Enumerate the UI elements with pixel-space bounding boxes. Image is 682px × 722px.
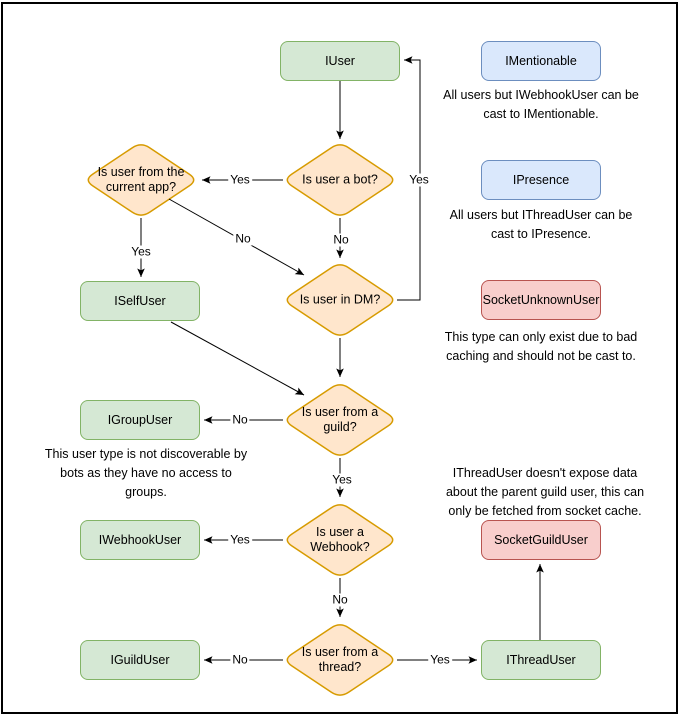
note-socketunknownuser: This type can only exist due to bad cach… [410,328,672,366]
note-igroupuser-line2: bots as they have no access to [60,466,232,480]
node-ithreaduser: IThreadUser [481,640,601,680]
note-ithreaduser: IThreadUser doesn't expose data about th… [414,464,676,521]
decision-bot-shape [286,144,394,216]
edge-label-current-app-yes: Yes [129,244,153,259]
edge-label-webhook-yes: Yes [228,532,252,547]
edge-label-bot-yes: Yes [228,172,252,187]
edge-label-guild-yes: Yes [330,472,354,487]
node-socketunknownuser: SocketUnknownUser [481,280,601,320]
decision-current-app-shape [87,144,195,216]
node-imentionable: IMentionable [481,41,601,81]
decision-dm-shape [286,264,394,336]
decision-thread-label: Is user from a thread? [301,645,379,674]
edge-label-current-app-no: No [233,231,253,246]
note-imentionable-line1: All users but IWebhookUser can be [443,88,639,102]
note-ithreaduser-line2: about the parent guild user, this can [445,485,645,499]
note-imentionable: All users but IWebhookUser can be cast t… [410,86,672,124]
edge-label-thread-yes: Yes [428,652,452,667]
node-socketguilduser: SocketGuildUser [481,520,601,560]
decision-current-app-label: Is user from the current app? [97,165,185,194]
node-iselfuser: ISelfUser [80,281,200,321]
node-iselfuser-label: ISelfUser [114,294,166,308]
node-iuser: IUser [280,41,400,81]
note-ipresence-line2: cast to IPresence. [490,227,592,241]
node-iguilduser: IGuildUser [80,640,200,680]
note-igroupuser-line1: This user type is not discoverable by [44,447,248,461]
edge-iselfuser-to-guild [170,321,305,396]
node-iguilduser-label: IGuildUser [110,653,170,667]
node-socketunknownuser-label: SocketUnknownUser [482,293,600,307]
node-iuser-label: IUser [325,54,355,68]
node-ithreaduser-label: IThreadUser [506,653,576,667]
note-socketunknownuser-line2: caching and should not be cast to. [446,349,636,363]
decision-guild-label: Is user from a guild? [301,405,379,434]
note-socketunknownuser-line1: This type can only exist due to bad [444,330,638,344]
decision-thread-shape [286,624,394,696]
decision-webhook-shape [286,504,394,576]
node-igroupuser: IGroupUser [80,400,200,440]
node-iwebhookuser-label: IWebhookUser [98,533,182,547]
edge-label-thread-no: No [230,652,250,667]
note-igroupuser-line3: groups. [125,485,167,499]
edge-label-guild-no: No [230,412,250,427]
note-imentionable-line2: cast to IMentionable. [483,107,599,121]
edge-label-webhook-no: No [330,592,350,607]
edge-label-bot-no: No [331,232,351,247]
node-ipresence-label: IPresence [512,173,570,187]
note-ithreaduser-line1: IThreadUser doesn't expose data [452,466,638,480]
note-ipresence-line1: All users but IThreadUser can be [449,208,633,222]
edge-label-dm-yes: Yes [407,172,431,187]
note-igroupuser: This user type is not discoverable by bo… [26,445,266,502]
node-igroupuser-label: IGroupUser [107,413,173,427]
node-socketguilduser-label: SocketGuildUser [494,533,588,547]
decision-guild-shape [286,384,394,456]
decision-webhook-label: Is user a Webhook? [310,525,370,554]
note-ithreaduser-line3: only be fetched from socket cache. [448,504,642,518]
note-ipresence: All users but IThreadUser can be cast to… [410,206,672,244]
node-imentionable-label: IMentionable [505,54,577,68]
node-iwebhookuser: IWebhookUser [80,520,200,560]
decision-bot-label: Is user a bot? [302,172,378,187]
decision-dm-label: Is user in DM? [299,292,381,307]
node-ipresence: IPresence [481,160,601,200]
